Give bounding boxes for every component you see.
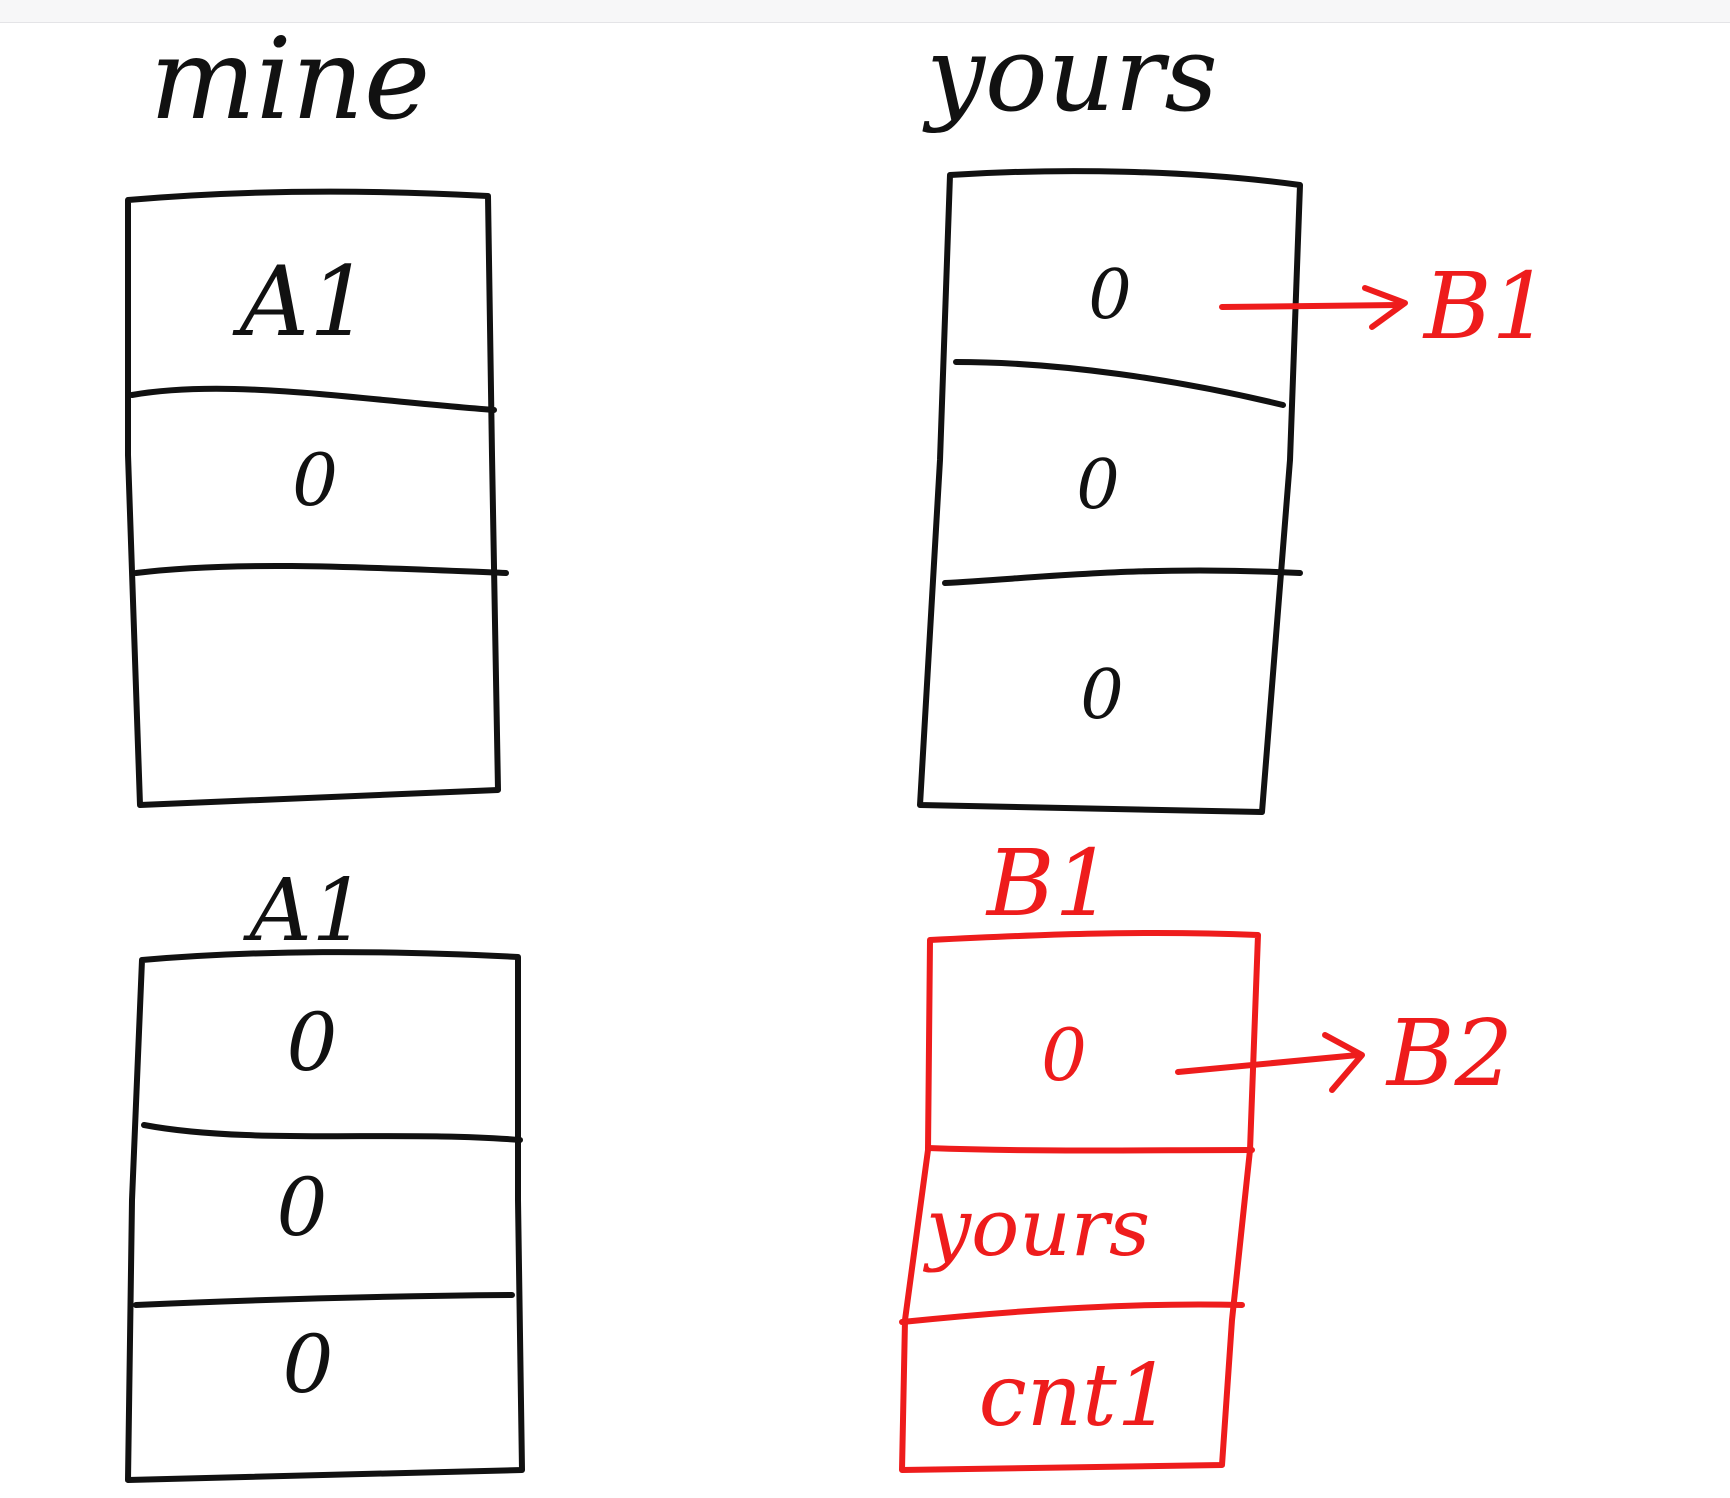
mine-divider-1 — [129, 385, 497, 413]
b1-pointer-label: B2 — [1385, 1000, 1513, 1107]
yours-title: yours — [922, 13, 1217, 135]
yours-divider-1 — [953, 359, 1286, 408]
mine-box-outline — [125, 188, 501, 808]
mine-array: mine A1 0 — [125, 15, 509, 808]
mine-cell-1: 0 — [292, 438, 338, 522]
a1-cell-2: 0 — [283, 1318, 334, 1411]
a1-divider-2 — [133, 1292, 515, 1308]
b1-divider-2 — [899, 1301, 1245, 1325]
a1-divider-1 — [141, 1122, 523, 1143]
b1-divider-1 — [925, 1145, 1255, 1154]
yours-pointer-arrow — [1219, 285, 1408, 330]
b1-box-outline — [899, 929, 1261, 1473]
a1-cell-1: 0 — [277, 1161, 328, 1254]
mine-cell-0: A1 — [232, 246, 370, 358]
b1-array: B1 0 yours cnt1 B2 — [899, 830, 1513, 1473]
a1-title: A1 — [243, 861, 367, 961]
b1-cell-2: cnt1 — [979, 1346, 1172, 1446]
yours-cell-0: 0 — [1088, 256, 1131, 335]
yours-cell-1: 0 — [1076, 446, 1119, 525]
mine-title: mine — [150, 15, 430, 145]
a1-box-outline — [125, 949, 525, 1483]
b1-cell-1: yours — [923, 1181, 1150, 1274]
a1-cell-0: 0 — [287, 996, 338, 1089]
mine-divider-2 — [133, 562, 509, 576]
yours-pointer-label: B1 — [1422, 253, 1550, 360]
window-top-bar — [0, 0, 1730, 23]
yours-cell-2: 0 — [1080, 656, 1123, 735]
b1-cell-0: 0 — [1041, 1013, 1087, 1097]
b1-pointer-arrow — [1175, 1032, 1365, 1093]
yours-divider-2 — [942, 567, 1303, 586]
yours-box-outline — [917, 168, 1303, 815]
yours-array: yours 0 0 0 B1 — [917, 13, 1550, 815]
b1-title: B1 — [985, 830, 1113, 937]
a1-array: A1 0 0 0 — [125, 861, 525, 1483]
